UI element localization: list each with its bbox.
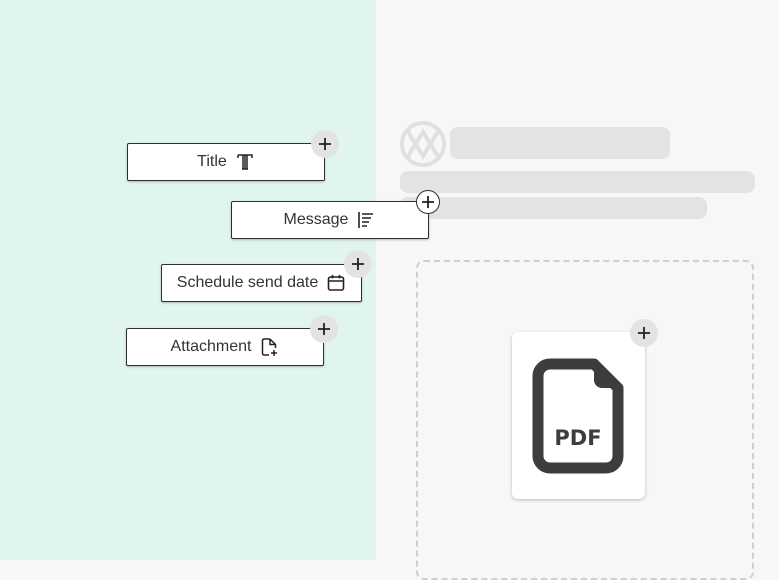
schedule-send-date-chip[interactable]: Schedule send date: [161, 264, 362, 302]
preview-line-skeleton-2: [400, 197, 707, 219]
pdf-file-icon: [532, 358, 624, 474]
plus-icon: [352, 258, 364, 270]
add-attachment-button[interactable]: [310, 315, 338, 343]
brand-logo-icon: [400, 121, 446, 167]
schedule-chip-label: Schedule send date: [176, 274, 319, 291]
plus-icon: [638, 327, 650, 339]
add-title-button[interactable]: [311, 130, 339, 158]
attachment-chip-label: Attachment: [170, 338, 252, 355]
plus-icon: [319, 138, 331, 150]
file-plus-icon: [259, 337, 279, 357]
message-chip-label: Message: [283, 211, 349, 228]
align-left-icon: [356, 210, 376, 230]
title-chip[interactable]: Title: [127, 143, 325, 181]
plus-icon: [422, 196, 434, 208]
preview-sender-skeleton: [450, 127, 670, 159]
add-message-button[interactable]: [416, 190, 440, 214]
attachment-chip[interactable]: Attachment: [126, 328, 324, 366]
plus-icon: [318, 323, 330, 335]
add-schedule-button[interactable]: [344, 250, 372, 278]
add-attachment-preview-button[interactable]: [630, 319, 658, 347]
title-chip-label: Title: [197, 153, 227, 170]
preview-line-skeleton-1: [400, 171, 755, 193]
message-chip[interactable]: Message: [231, 201, 429, 239]
pdf-label: PDF: [554, 426, 602, 450]
calendar-icon: [326, 273, 346, 293]
text-type-icon: [235, 152, 255, 172]
